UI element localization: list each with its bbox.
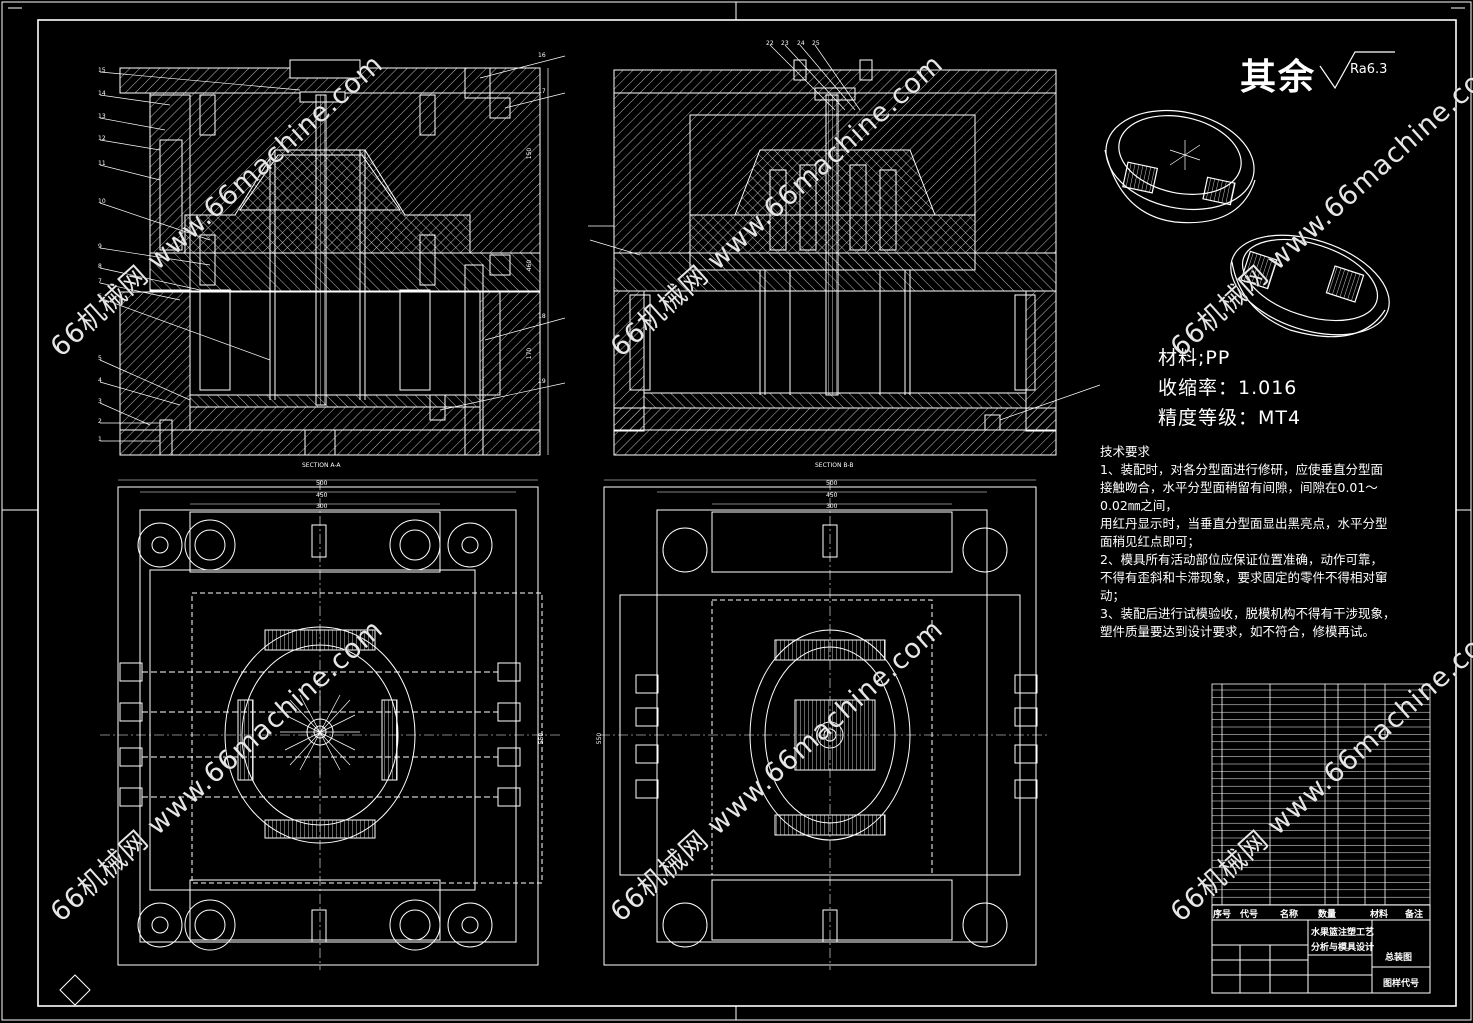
dim-side-150: 150 <box>526 147 534 160</box>
precision-spec: 精度等级：MT4 <box>1158 407 1302 429</box>
plan-view-right <box>600 479 1050 970</box>
section-view-b <box>588 44 1101 456</box>
tb-col-remark: 备注 <box>1405 910 1424 920</box>
part-number: 13 <box>98 113 106 120</box>
material-spec: 材料;PP <box>1158 347 1231 369</box>
part-number: 17 <box>538 88 546 95</box>
requirement-line: 不得有歪斜和卡滞现象，要求固定的零件不得相对窜 <box>1100 570 1388 585</box>
part-number: 8 <box>98 263 102 270</box>
section-label-a: SECTION A-A <box>302 462 341 469</box>
part-number: 19 <box>538 378 546 385</box>
requirement-line: 0.02㎜之间， <box>1100 498 1178 513</box>
technical-requirements: 技术要求 1、装配时，对各分型面进行修研，应使垂直分型面 接触吻合，水平分型面稍… <box>1100 443 1430 641</box>
product-isometric-1 <box>1104 109 1256 224</box>
drawing-code: 图样代号 <box>1383 979 1420 989</box>
part-number: 6 <box>98 293 102 300</box>
requirements-heading: 技术要求 <box>1100 444 1151 459</box>
dim-left-450: 450 <box>316 492 328 499</box>
dim-left-500: 500 <box>316 480 328 487</box>
plan-view-left <box>100 479 560 970</box>
part-number: 22 <box>766 40 774 47</box>
section-view-a <box>99 55 566 456</box>
part-number: 23 <box>781 40 789 47</box>
part-number: 3 <box>98 398 102 405</box>
parts-list-rows <box>1212 689 1430 905</box>
project-name-line1: 水果篮注塑工艺 <box>1311 928 1375 938</box>
dim-right-500: 500 <box>826 480 838 487</box>
requirement-line: 塑件质量要达到设计要求，如不符合，修模再试。 <box>1100 624 1376 639</box>
dim-right-450: 450 <box>826 492 838 499</box>
roughness-value: Ra6.3 <box>1350 62 1388 77</box>
tb-col-name: 名称 <box>1280 910 1299 920</box>
part-number: 12 <box>98 135 106 142</box>
tb-col-material: 材料 <box>1370 910 1389 920</box>
requirement-line: 面稍见红点即可； <box>1100 534 1201 549</box>
tb-col-code: 代号 <box>1240 910 1259 920</box>
part-number: 16 <box>538 52 546 59</box>
part-number: 9 <box>98 243 102 250</box>
part-number: 10 <box>98 198 106 205</box>
dim-right-550: 550 <box>596 732 604 745</box>
part-number: 11 <box>98 160 106 167</box>
requirement-line: 动； <box>1100 588 1126 603</box>
requirement-line: 3、装配后进行试模验收，脱模机构不得有干涉现象， <box>1100 606 1396 621</box>
drawing-name: 总装图 <box>1385 953 1413 963</box>
requirement-line: 2、模具所有活动部位应保证位置准确，动作可靠， <box>1100 552 1383 567</box>
dim-left-300: 300 <box>316 503 328 510</box>
part-number: 18 <box>538 313 546 320</box>
tb-col-index: 序号 <box>1213 910 1232 920</box>
roughness-prefix: 其余 <box>1240 57 1317 98</box>
part-number: 25 <box>812 40 820 47</box>
roughness-symbol <box>1319 51 1395 90</box>
shrinkage-spec: 收缩率：1.016 <box>1158 377 1298 399</box>
project-name-line2: 分析与模具设计 <box>1311 943 1375 953</box>
part-number: 4 <box>98 377 102 384</box>
part-number: 2 <box>98 418 102 425</box>
part-number: 7 <box>98 278 102 285</box>
requirement-line: 接触吻合，水平分型面稍留有间隙，间隙在0.01～ <box>1100 480 1378 495</box>
plan-view-left-sideports <box>119 662 521 807</box>
dim-left-550: 550 <box>538 732 546 745</box>
parts-list <box>1211 683 1431 906</box>
part-number: 24 <box>797 40 805 47</box>
part-number: 5 <box>98 355 102 362</box>
tb-col-qty: 数量 <box>1318 910 1337 920</box>
part-number: 15 <box>98 67 106 74</box>
part-number: 14 <box>98 90 106 97</box>
dim-right-300: 300 <box>826 503 838 510</box>
title-block <box>1211 904 1431 994</box>
section-label-b: SECTION B-B <box>815 462 854 469</box>
dim-side-460: 460 <box>526 259 534 272</box>
dim-side-170: 170 <box>526 347 534 360</box>
part-number: 1 <box>98 436 102 443</box>
requirement-line: 用红丹显示时，当垂直分型面显出黑亮点，水平分型 <box>1100 516 1388 531</box>
requirement-line: 1、装配时，对各分型面进行修研，应使垂直分型面 <box>1100 462 1383 477</box>
product-isometric-2 <box>1230 234 1390 338</box>
